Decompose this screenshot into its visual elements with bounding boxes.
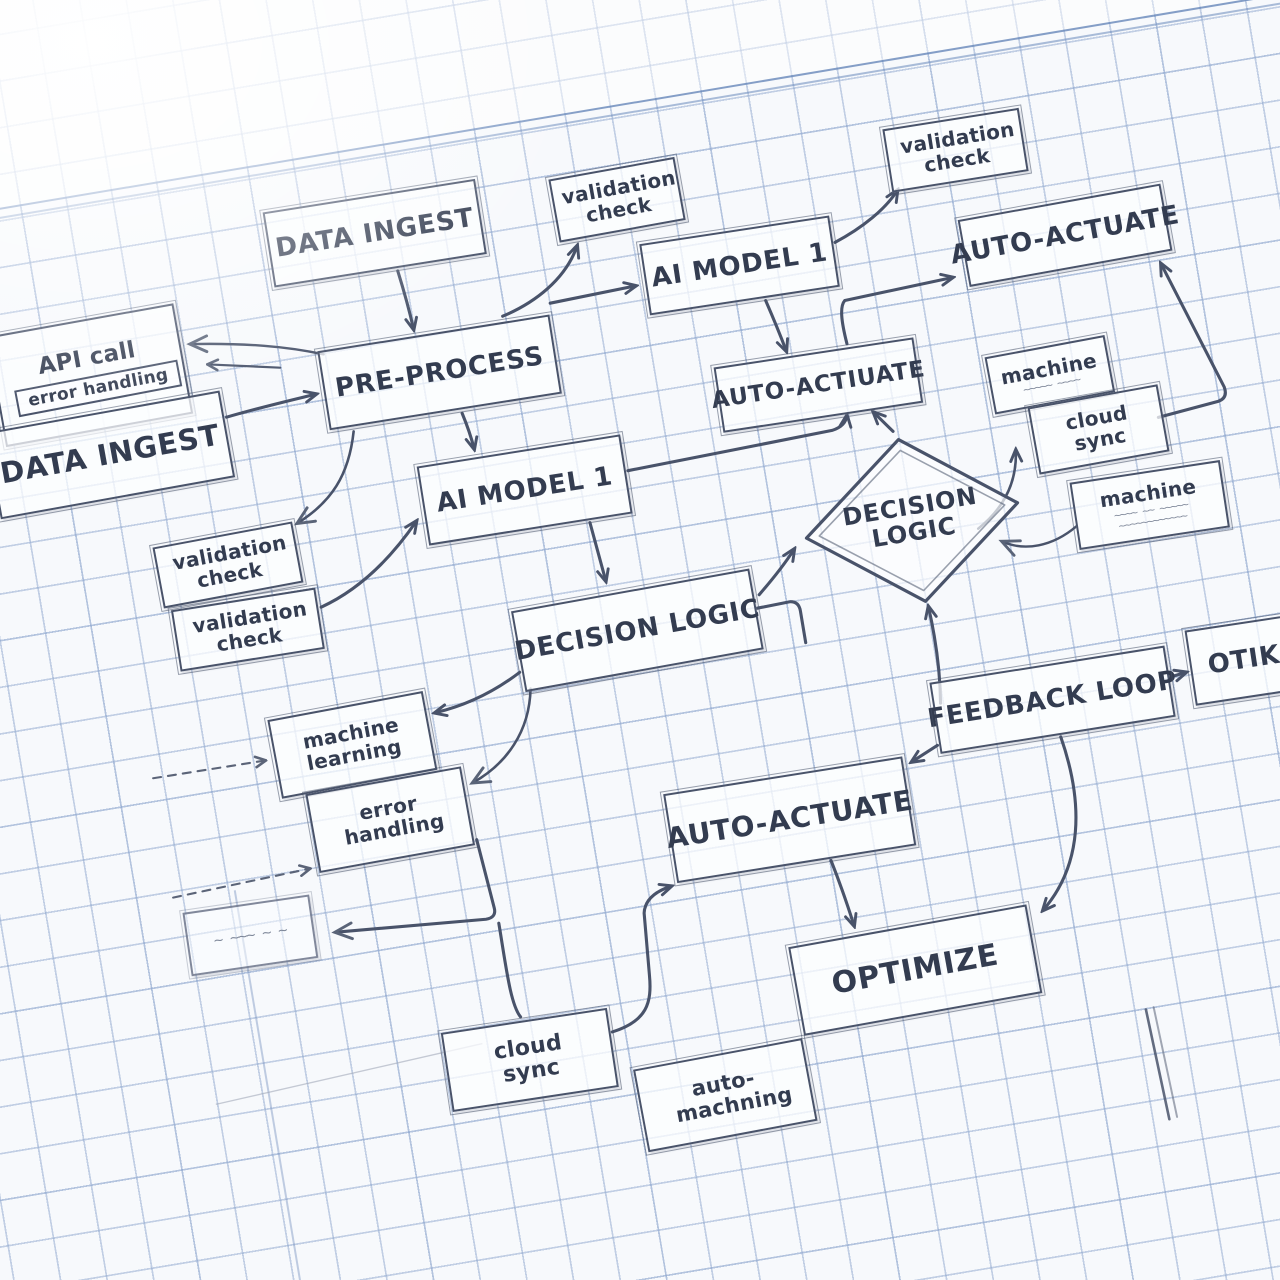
node-label: cloud sync: [1063, 400, 1130, 456]
node-label: AI MODEL 1: [649, 237, 830, 294]
node-label: AUTO-ACTIUATE: [709, 355, 927, 414]
node-label: validation check: [559, 165, 678, 228]
node-label: validation check: [170, 530, 289, 593]
node-label: cloud sync: [492, 1030, 564, 1088]
node-label: AUTO-ACTUATE: [664, 783, 916, 855]
node-label: OTIK: [1205, 639, 1280, 681]
node-label: PRE-PROCESS: [333, 341, 546, 404]
node-label: machine learning: [300, 712, 404, 776]
decision-diamond-shape: [804, 437, 1020, 603]
faint-pencil-line: [215, 1042, 483, 1106]
node-label: auto-machning: [673, 1066, 795, 1128]
node-label: DECISION LOGIC: [512, 593, 763, 668]
scribble-text: ~ ~~~ ~ ~: [212, 921, 288, 949]
node-label: AI MODEL 1: [434, 461, 615, 519]
dashed-arrows: [152, 755, 310, 899]
node-label: DECISION LOGIC: [840, 481, 980, 554]
node-label: validation check: [898, 117, 1017, 178]
node-label: validation check: [190, 596, 309, 657]
node-label: DATA INGEST: [273, 202, 477, 264]
node-label: OPTIMIZE: [828, 937, 1002, 1002]
node-label: error handling: [342, 791, 447, 850]
node-label: DATA INGEST: [0, 417, 223, 491]
